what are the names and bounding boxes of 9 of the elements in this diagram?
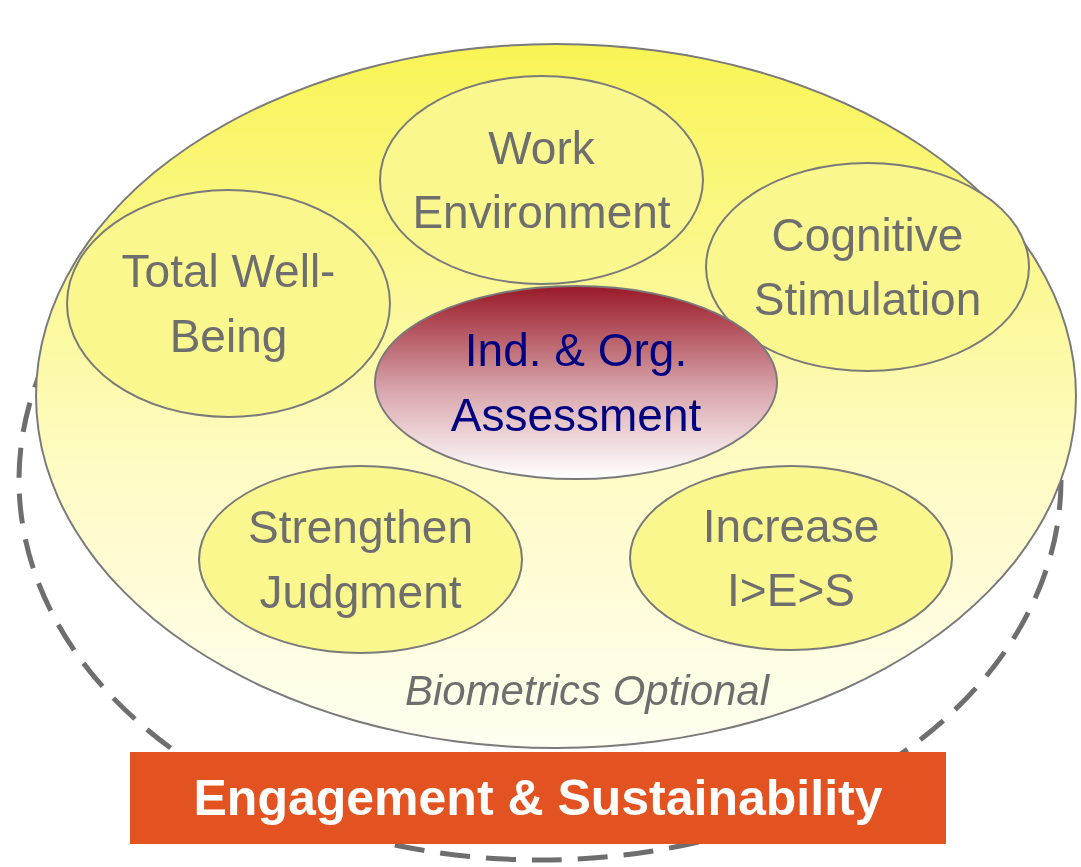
ellipse-label: Work Environment <box>411 120 672 240</box>
ellipse-label: Cognitive Stimulation <box>752 207 983 327</box>
banner-bar <box>130 752 946 844</box>
ellipse-label: Increase I>E>S <box>701 498 881 618</box>
ellipse-label: Strengthen Judgment <box>246 500 475 620</box>
banner-text: Engagement & Sustainability <box>193 769 883 827</box>
ellipse-label: Total Well-Being <box>120 244 337 364</box>
note-text: Biometrics Optional <box>403 667 771 715</box>
ellipse-label: Ind. & Org. Assessment <box>449 323 703 443</box>
